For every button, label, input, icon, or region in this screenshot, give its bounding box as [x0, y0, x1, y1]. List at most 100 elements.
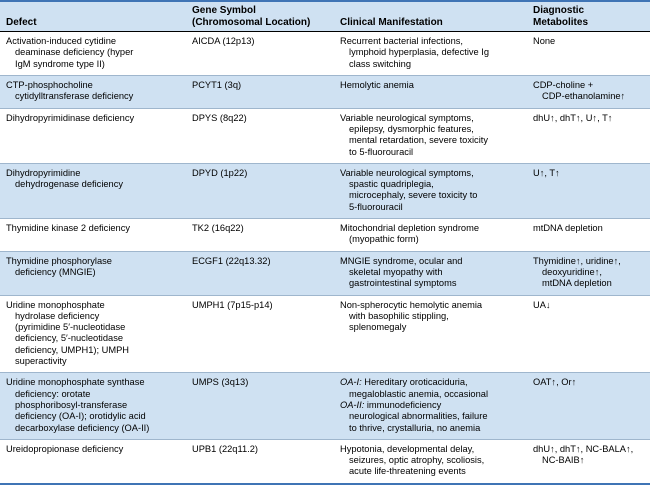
cell-diagnostic-metabolites: dhU↑, dhT↑, U↑, T↑ [527, 108, 650, 164]
cell-line: decarboxylase deficiency (OA-II) [15, 422, 150, 433]
cell-defect: Dihydropyrimidinase deficiency [0, 108, 186, 164]
cell-line: megaloblastic anemia, occasional [349, 388, 489, 399]
cell-line-emphasis: OA-II: [340, 399, 365, 410]
cell-line: to thrive, crystalluria, no anemia [349, 422, 481, 433]
cell-line: seizures, optic atrophy, scoliosis, [349, 455, 485, 466]
cell-gene-symbol: UPB1 (22q11.2) [186, 439, 334, 485]
cell-line: NC-BAIB↑ [542, 455, 585, 466]
cell-line: Uridine monophosphate [6, 299, 105, 310]
cell-gene-symbol: UMPH1 (7p15-p14) [186, 295, 334, 374]
cell-line: U↑, T↑ [533, 167, 560, 178]
cell-line: epilepsy, dysmorphic features, [349, 123, 474, 134]
cell-line: None [533, 36, 556, 47]
cell-line: MNGIE syndrome, ocular and [340, 255, 463, 266]
cell-diagnostic-metabolites: U↑, T↑ [527, 163, 650, 220]
cell-line: deaminase deficiency (hyper [15, 47, 134, 58]
cell-line: IgM syndrome type II) [15, 58, 105, 69]
column-header-line: Diagnostic [533, 5, 585, 16]
cell-diagnostic-metabolites: None [527, 31, 650, 77]
table-header-row: Defect Gene Symbol(Chromosomal Location)… [0, 0, 650, 33]
cell-line: mtDNA depletion [533, 223, 603, 234]
column-header-gene-symbol: Gene Symbol(Chromosomal Location) [186, 0, 334, 33]
cell-line: (myopathic form) [349, 234, 419, 245]
cell-line: mental retardation, severe toxicity [349, 135, 488, 146]
cell-line: Recurrent bacterial infections, [340, 36, 463, 47]
cell-line: CDP-ethanolamine↑ [542, 91, 626, 102]
cell-line: phosphoribosyl-transferase [15, 399, 128, 410]
cell-diagnostic-metabolites: dhU↑, dhT↑, NC-BALA↑,NC-BAIB↑ [527, 439, 650, 485]
cell-clinical-manifestation: Recurrent bacterial infections,lymphoid … [334, 31, 527, 77]
cell-line: with basophilic stippling, [349, 310, 449, 321]
column-header-line: Defect [6, 16, 37, 28]
cell-line: Thymidine kinase 2 deficiency [6, 223, 131, 234]
cell-line: class switching [349, 58, 412, 69]
cell-line: gastrointestinal symptoms [349, 278, 457, 289]
cell-line: AICDA (12p13) [192, 36, 255, 47]
column-header-line: Gene Symbol [192, 5, 256, 16]
cell-line: acute life-threatening events [349, 466, 466, 477]
cell-line: deficiency: orotate [15, 388, 91, 399]
cell-gene-symbol: UMPS (3q13) [186, 372, 334, 440]
cell-line: Dihydropyrimidine [6, 167, 81, 178]
cell-line: superactivity [15, 356, 67, 367]
table-row: Thymidine kinase 2 deficiency TK2 (16q22)… [0, 218, 650, 252]
cell-clinical-manifestation: Variable neurological symptoms,epilepsy,… [334, 108, 527, 164]
cell-line: Variable neurological symptoms, [340, 167, 474, 178]
cell-line: Mitochondrial depletion syndrome [340, 223, 480, 234]
column-header-defect: Defect [0, 0, 186, 33]
cell-diagnostic-metabolites: mtDNA depletion [527, 218, 650, 252]
cell-line: OA-II: immunodeficiency [340, 399, 442, 410]
cell-line: spastic quadriplegia, [349, 179, 434, 190]
cell-diagnostic-metabolites: Thymidine↑, uridine↑,deoxyuridine↑,mtDNA… [527, 251, 650, 296]
cell-line: deficiency (OA-I); orotidylic acid [15, 411, 146, 422]
cell-line: DPYS (8q22) [192, 112, 247, 123]
cell-line: UA↓ [533, 299, 551, 310]
column-header-line: Clinical Manifestation [340, 16, 443, 28]
cell-line: Uridine monophosphate synthase [6, 377, 145, 388]
cell-line: 5-fluorouracil [349, 201, 403, 212]
cell-defect: Ureidopropionase deficiency [0, 439, 186, 485]
cell-line: UMPH1 (7p15-p14) [192, 299, 273, 310]
cell-line: skeletal myopathy with [349, 266, 443, 277]
cell-diagnostic-metabolites: UA↓ [527, 295, 650, 374]
cell-line: Hemolytic anemia [340, 80, 414, 91]
cell-line: TK2 (16q22) [192, 223, 244, 234]
cell-line: dhU↑, dhT↑, U↑, T↑ [533, 112, 613, 123]
cell-line: DPYD (1p22) [192, 167, 248, 178]
cell-line: Thymidine↑, uridine↑, [533, 255, 621, 266]
cell-line-emphasis: OA-I: [340, 377, 362, 388]
column-header-line: Metabolites [533, 16, 589, 28]
cell-line: PCYT1 (3q) [192, 80, 242, 91]
cell-gene-symbol: ECGF1 (22q13.32) [186, 251, 334, 296]
cell-line: Dihydropyrimidinase deficiency [6, 112, 135, 123]
cell-line: OA-I: Hereditary oroticaciduria, [340, 377, 468, 388]
cell-line: CTP-phosphocholine [6, 80, 93, 91]
table-row: Ureidopropionase deficiency UPB1 (22q11.2… [0, 439, 650, 485]
cell-line: (pyrimidine 5′-nucleotidase [15, 322, 126, 333]
cell-line: CDP-choline + [533, 80, 594, 91]
cell-diagnostic-metabolites: OAT↑, Or↑ [527, 372, 650, 440]
cell-gene-symbol: PCYT1 (3q) [186, 75, 334, 109]
cell-line: ECGF1 (22q13.32) [192, 255, 271, 266]
cell-defect: Thymidine kinase 2 deficiency [0, 218, 186, 252]
column-header-line: (Chromosomal Location) [192, 16, 311, 28]
cell-line: deficiency, 5′-nucleotidase [15, 333, 124, 344]
cell-clinical-manifestation: Hemolytic anemia [334, 75, 527, 109]
cell-line: Ureidopropionase deficiency [6, 443, 124, 454]
cell-line: OAT↑, Or↑ [533, 377, 577, 388]
cell-gene-symbol: AICDA (12p13) [186, 31, 334, 77]
cell-line: hydrolase deficiency [15, 310, 100, 321]
table-row: Dihydropyrimidinase deficiency DPYS (8q22… [0, 108, 650, 164]
cell-line: neurological abnormalities, failure [349, 411, 488, 422]
